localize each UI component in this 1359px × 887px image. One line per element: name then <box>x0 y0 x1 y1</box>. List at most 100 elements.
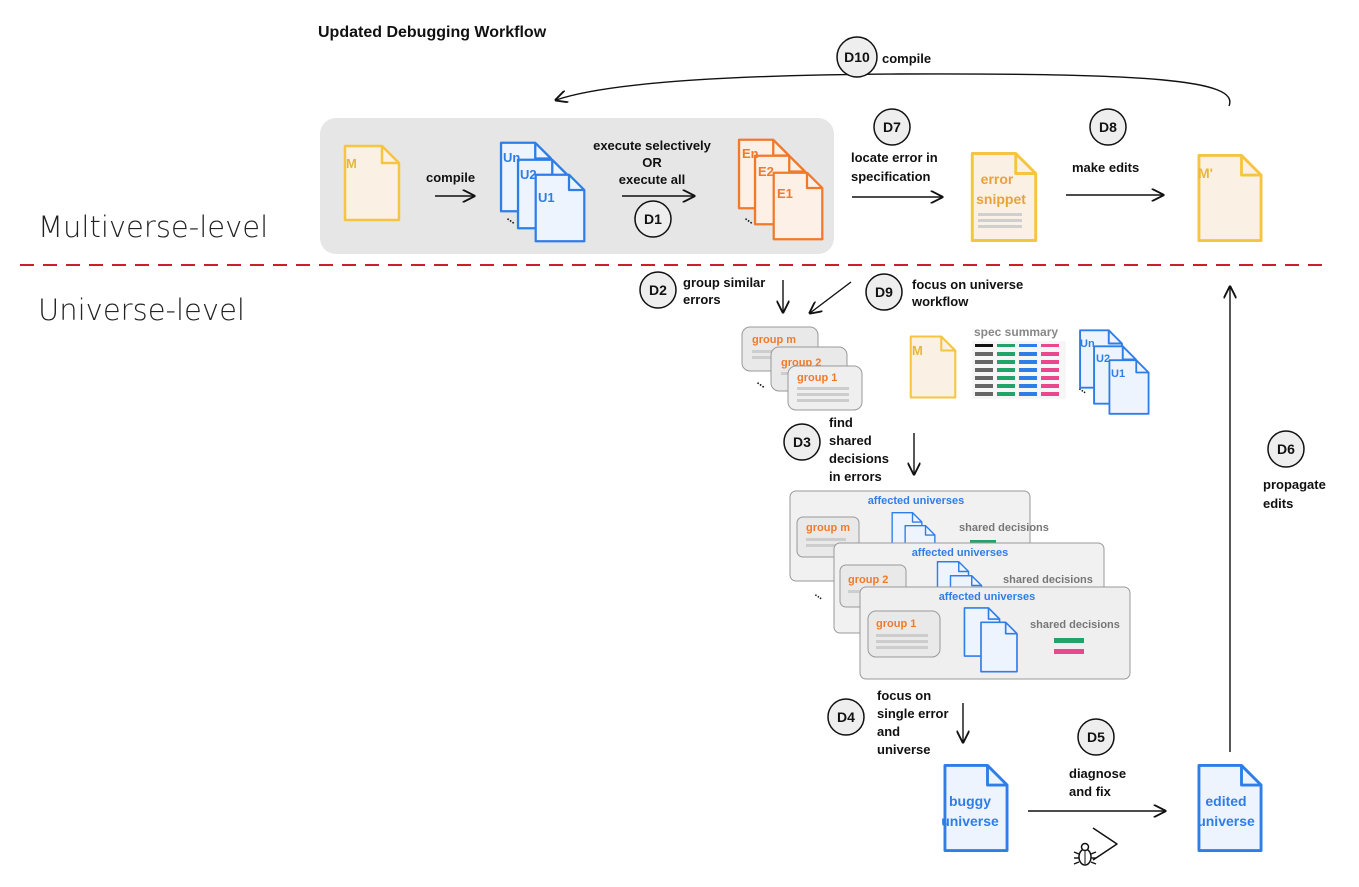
svg-text:En: En <box>742 146 759 161</box>
spec-summary-bar <box>1019 392 1037 396</box>
d7-label-1: locate error in <box>851 150 938 165</box>
diagram-title: Updated Debugging Workflow <box>318 24 547 41</box>
spec-summary-table: spec summary <box>972 325 1066 399</box>
svg-text:D5: D5 <box>1087 729 1105 745</box>
d3-label-2: shared <box>829 433 872 448</box>
spec-summary-bar <box>1041 352 1059 356</box>
badge-d3: D3 <box>783 423 821 461</box>
svg-text:U1: U1 <box>1111 368 1125 380</box>
svg-text:E1: E1 <box>777 186 793 201</box>
spec-summary-bar <box>975 384 993 388</box>
svg-text:universe: universe <box>1197 813 1255 829</box>
svg-text:affected universes: affected universes <box>912 547 1009 559</box>
svg-text:U2: U2 <box>1096 353 1110 365</box>
spec-summary-bar <box>975 360 993 364</box>
d4-label-3: and <box>877 724 900 739</box>
spec-summary-bar <box>1041 392 1059 396</box>
d7-label-2: specification <box>851 169 931 184</box>
d3-label-3: decisions <box>829 451 889 466</box>
svg-text:shared decisions: shared decisions <box>1030 619 1120 631</box>
spec-summary-bar <box>997 352 1015 356</box>
spec-summary-m-file: M <box>909 335 957 399</box>
d6-label-1: propagate <box>1263 477 1326 492</box>
d9-label-1: focus on universe <box>912 277 1023 292</box>
svg-text:group m: group m <box>806 522 850 534</box>
spec-summary-bar <box>1019 384 1037 388</box>
spec-file-m: M <box>343 144 401 222</box>
svg-text:group 1: group 1 <box>797 372 837 384</box>
spec-summary-bar <box>1041 376 1059 380</box>
spec-summary-bar <box>1041 344 1059 347</box>
svg-text:D8: D8 <box>1099 119 1117 135</box>
svg-text:error: error <box>981 171 1014 187</box>
spec-summary-bar <box>1019 360 1037 364</box>
svg-text:...: ... <box>813 588 826 602</box>
svg-text:U2: U2 <box>520 167 537 182</box>
svg-text:U1: U1 <box>538 190 555 205</box>
svg-text:M: M <box>346 156 357 171</box>
spec-summary-universe-stack: Un U2 U1 ... <box>1077 329 1150 415</box>
svg-text:affected universes: affected universes <box>868 495 965 507</box>
svg-text:group 2: group 2 <box>848 574 888 586</box>
d5-label-1: diagnose <box>1069 766 1126 781</box>
svg-text:snippet: snippet <box>976 191 1026 207</box>
svg-text:shared decisions: shared decisions <box>959 522 1049 534</box>
spec-summary-bar <box>975 344 993 347</box>
svg-text:D6: D6 <box>1277 441 1295 457</box>
d4-label-4: universe <box>877 742 930 757</box>
svg-text:universe: universe <box>941 813 999 829</box>
spec-summary-bar <box>975 392 993 396</box>
svg-text:buggy: buggy <box>949 793 991 809</box>
execute-label-1: execute selectively <box>593 138 712 153</box>
svg-text:D9: D9 <box>875 284 893 300</box>
svg-text:group 1: group 1 <box>876 618 916 630</box>
svg-text:group m: group m <box>752 334 796 346</box>
d9-label-2: workflow <box>911 294 969 309</box>
spec-summary-bar <box>997 360 1015 364</box>
d6-label-2: edits <box>1263 496 1293 511</box>
svg-text:affected universes: affected universes <box>939 591 1036 603</box>
spec-summary-bar <box>997 368 1015 372</box>
badge-d7: D7 <box>873 108 911 146</box>
spec-summary-bar <box>997 392 1015 396</box>
svg-text:D3: D3 <box>793 434 811 450</box>
badge-d4: D4 <box>827 698 865 736</box>
d2-label-2: errors <box>683 292 721 307</box>
error-group-stack: group m group 2 group 1 ... <box>741 326 863 411</box>
spec-summary-bar <box>1041 360 1059 364</box>
execute-label-2: OR <box>642 155 662 170</box>
spec-summary-bar <box>1019 344 1037 347</box>
debug-bug-icon <box>1073 827 1118 866</box>
badge-d8: D8 <box>1089 108 1127 146</box>
svg-text:Un: Un <box>1080 338 1095 350</box>
badge-d10: D10 <box>836 36 878 78</box>
spec-summary-bar <box>1019 352 1037 356</box>
svg-text:spec summary: spec summary <box>974 325 1058 339</box>
d2-label-1: group similar <box>683 275 765 290</box>
badge-d5: D5 <box>1077 718 1115 756</box>
svg-text:D1: D1 <box>644 211 662 227</box>
d4-label-2: single error <box>877 706 949 721</box>
svg-text:edited: edited <box>1205 793 1246 809</box>
decision-card-1: affected universes group 1 shared decisi… <box>859 586 1131 680</box>
svg-text:D10: D10 <box>844 49 870 65</box>
spec-summary-bar <box>997 376 1015 380</box>
d10-label: compile <box>882 51 931 66</box>
error-file-stack: En E2 E1 ... <box>737 138 824 241</box>
spec-summary-bar <box>997 384 1015 388</box>
spec-file-m-edited: M' <box>1197 153 1263 243</box>
d4-label-1: focus on <box>877 688 931 703</box>
edited-universe-file: edited universe <box>1197 763 1263 853</box>
d5-label-2: and fix <box>1069 784 1112 799</box>
d10-arrow <box>556 73 1231 107</box>
svg-text:M': M' <box>1198 165 1213 181</box>
badge-d9: D9 <box>865 273 903 311</box>
execute-label-3: execute all <box>619 172 686 187</box>
svg-text:shared decisions: shared decisions <box>1003 574 1093 586</box>
spec-summary-bar <box>975 376 993 380</box>
svg-text:...: ... <box>755 376 769 391</box>
spec-summary-bar <box>975 352 993 356</box>
badge-d6: D6 <box>1267 430 1305 468</box>
spec-summary-bar <box>997 344 1015 347</box>
